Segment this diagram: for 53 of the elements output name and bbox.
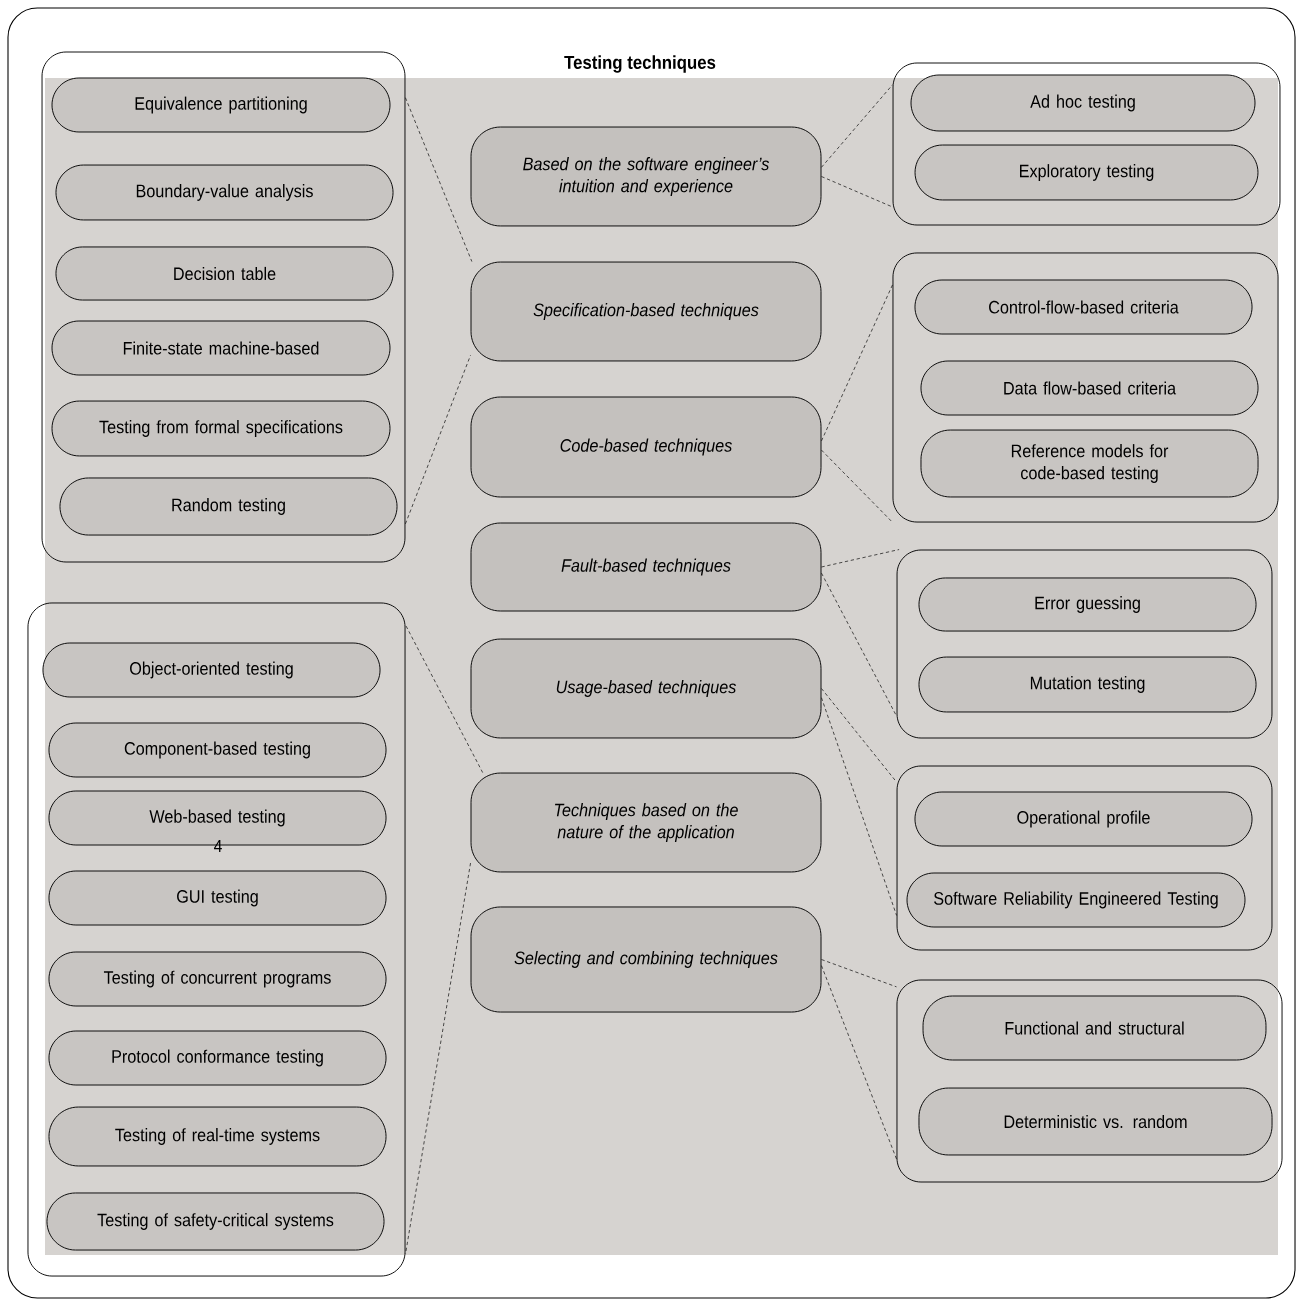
technique-box: Testing of safety-critical systems [46, 1192, 385, 1251]
group-frame [892, 62, 1281, 226]
dashed-connector [405, 624, 483, 773]
group-frame [27, 602, 406, 1277]
technique-box: Decision table [55, 246, 394, 301]
dashed-connector [821, 688, 897, 783]
group-frame [896, 979, 1283, 1183]
category-box: Based on the software engineer’s intuition and experience [470, 126, 822, 227]
category-box: Usage-based techniques [470, 638, 822, 739]
technique-box: Testing of real-time systems [48, 1106, 387, 1167]
technique-box: Deterministic vs. random [918, 1087, 1273, 1156]
technique-box: Protocol conformance testing [48, 1030, 387, 1086]
technique-box: Operational profile [914, 791, 1253, 847]
technique-box: Equivalence partitioning [51, 77, 391, 133]
technique-box: Ad hoc testing [910, 74, 1256, 132]
technique-box: Finite-state machine-based [51, 320, 391, 376]
technique-box: Random testing [59, 477, 398, 536]
technique-box: Control-flow-based criteria [914, 279, 1253, 335]
title: Testing techniques [564, 55, 716, 73]
technique-box: Boundary-value analysis [55, 164, 394, 221]
dashed-connector [821, 176, 893, 208]
technique-box: Mutation testing [918, 656, 1257, 713]
dashed-connector [405, 97, 473, 262]
dashed-connector [821, 697, 897, 916]
technique-box: Data flow-based criteria [920, 360, 1259, 416]
technique-box: Testing from formal specifications [51, 400, 391, 457]
technique-box: Software Reliability Engineered Testing [906, 872, 1246, 928]
group-frame [892, 252, 1279, 523]
technique-box: Reference models for code-based testing [920, 429, 1259, 498]
dashed-connector [821, 572, 897, 717]
technique-box: Exploratory testing [914, 144, 1259, 201]
category-box: Fault-based techniques [470, 522, 822, 612]
group-frame [896, 549, 1273, 739]
technique-box: Testing of concurrent programs [48, 951, 387, 1007]
technique-box: Error guessing [918, 577, 1257, 632]
group-frame [896, 765, 1273, 951]
dashed-connector [821, 549, 900, 568]
dashed-connector [821, 449, 893, 523]
technique-box: Functional and structural [922, 995, 1267, 1061]
technique-box: Object-oriented testing [42, 642, 381, 698]
dashed-connector [821, 84, 893, 168]
technique-box: GUI testing [48, 870, 387, 926]
dashed-connector [405, 862, 471, 1255]
category-box: Selecting and combining techniques [470, 906, 822, 1013]
dashed-connector [821, 959, 897, 988]
category-box: Specification-based techniques [470, 261, 822, 362]
dashed-connector [821, 965, 897, 1160]
category-box: Techniques based on the nature of the application [470, 772, 822, 873]
technique-box: Component-based testing [48, 722, 387, 778]
dashed-connector [821, 284, 893, 442]
category-box: Code-based techniques [470, 396, 822, 498]
dashed-connector [405, 354, 471, 525]
group-frame [41, 51, 406, 563]
